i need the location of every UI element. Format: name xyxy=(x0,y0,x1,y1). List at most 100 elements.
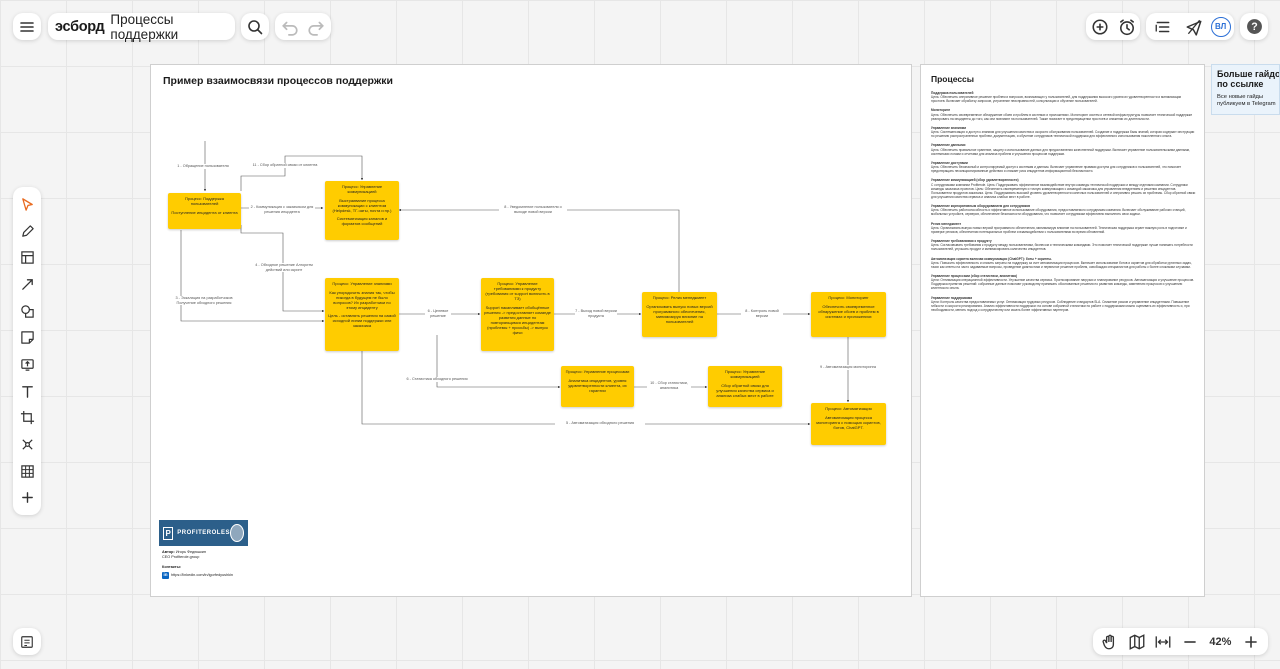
sticky-note-tool[interactable] xyxy=(13,324,41,351)
zoom-in-button[interactable] xyxy=(1237,628,1264,656)
zoom-out-button[interactable] xyxy=(1177,628,1204,656)
process-section-heading: Управление доступами xyxy=(931,160,968,165)
node-title: Процесс: Релиз менеджмент xyxy=(652,295,707,300)
shape-tool[interactable] xyxy=(13,298,41,325)
edge-label: 5 - Автоматизация обходного решения xyxy=(555,421,645,426)
author-card[interactable]: P PROFITEROLES Автор: Игорь Федюшкин CEO… xyxy=(159,520,248,586)
process-node-release[interactable]: Процесс: Релиз менеджмент Организовать в… xyxy=(642,292,717,337)
edge-label: 7 - Выход новой версии продукта xyxy=(575,309,617,319)
presentation-button[interactable] xyxy=(1180,13,1208,41)
node-desc: Сбор обратной связи для улучшения качест… xyxy=(716,383,774,398)
process-node-product-requirements[interactable]: Процесс: Управление требованиями к проду… xyxy=(481,278,554,351)
process-node-knowledge[interactable]: Процесс: Управление знаниями Как упорядо… xyxy=(325,278,399,351)
node-desc: Организовать выпуск новых версий програм… xyxy=(646,304,713,324)
upload-tool[interactable] xyxy=(13,351,41,378)
redo-button[interactable] xyxy=(303,13,329,41)
fit-width-icon xyxy=(1156,635,1171,648)
author-photo xyxy=(229,524,244,542)
promo-card[interactable]: Больше гайдов по ссылке Все новые гайды … xyxy=(1211,64,1280,115)
help-icon: ? xyxy=(1246,19,1262,34)
process-node-communication[interactable]: Процесс: Управление коммуникацией Выстра… xyxy=(325,181,399,240)
edge-label: 1 - Обращение пользователя xyxy=(175,164,231,169)
table-icon xyxy=(20,464,34,478)
select-tool[interactable] xyxy=(13,191,41,218)
user-avatar[interactable]: ВЛ xyxy=(1210,16,1231,37)
search-icon xyxy=(248,19,263,34)
process-section-text: Цели: Оптимизация операционной эффективн… xyxy=(931,278,1195,291)
board-title-bar[interactable]: эсборд Процессы поддержки xyxy=(48,11,235,42)
board-title[interactable]: Процессы поддержки xyxy=(110,11,179,42)
left-toolbar xyxy=(13,187,41,516)
undo-icon xyxy=(282,21,298,36)
minus-icon xyxy=(1184,640,1196,643)
table-tool[interactable] xyxy=(13,458,41,485)
edge-label: 9 - Автоматизация мониторинга xyxy=(815,365,881,370)
more-tools-button[interactable] xyxy=(13,485,41,512)
edge-label: 8 - Контроль новой версии xyxy=(741,309,783,319)
node-desc: Цель - оставлять решения на самой исходн… xyxy=(328,313,396,328)
minimap-button[interactable] xyxy=(1124,628,1151,656)
map-icon xyxy=(1129,633,1145,650)
upload-icon xyxy=(20,359,34,371)
process-section: Управление процессами (сбор статистики, … xyxy=(931,274,1196,291)
process-node-automation[interactable]: Процесс: Автоматизация Автоматизация про… xyxy=(811,403,886,445)
process-section-heading: Автоматизация скрипта включая коммуникац… xyxy=(931,256,1052,261)
processes-title: Процессы xyxy=(931,74,975,84)
comments-button[interactable] xyxy=(1149,13,1177,41)
node-desc: Support накапливает обобщённые решения -… xyxy=(484,305,551,335)
connector-tool[interactable] xyxy=(13,271,41,298)
edge-label: 4 - Обходное решение Алгоритм действий и… xyxy=(253,263,315,273)
help-button[interactable]: ? xyxy=(1240,13,1268,40)
promo-text: Все новые гайды публикуем в Telegram xyxy=(1217,93,1276,108)
main-menu-button[interactable] xyxy=(13,13,41,40)
process-section-heading: Мониторинг xyxy=(931,108,951,113)
plus-circle-icon xyxy=(1091,18,1108,35)
node-desc: Выстраивание процесса коммуникации с кли… xyxy=(332,198,392,213)
process-node-process-management[interactable]: Процесс: Управление процессами Аналитика… xyxy=(561,366,634,407)
frame-tool[interactable] xyxy=(13,244,41,271)
timer-button[interactable] xyxy=(1113,13,1140,41)
layout-icon xyxy=(20,251,34,264)
edge-label: 8 - Уведомление пользователя о выходе но… xyxy=(499,205,567,215)
fit-width-button[interactable] xyxy=(1150,628,1177,656)
search-button[interactable] xyxy=(241,13,269,40)
notes-panel-button[interactable] xyxy=(13,628,41,655)
redo-icon xyxy=(308,21,324,36)
process-section-text: Цель: Обеспечить оперативное решение про… xyxy=(931,95,1182,104)
crop-tool[interactable] xyxy=(13,405,41,432)
linkedin-link[interactable]: https://linkedin.com/in/igorfedyushkin xyxy=(171,572,234,577)
zoom-controls: 42% xyxy=(1093,628,1268,655)
zoom-level[interactable]: 42% xyxy=(1209,635,1232,648)
diagram-title: Пример взаимосвязи процессов поддержки xyxy=(163,75,393,87)
process-section-text: Цель: Обеспечить своевременное обнаружен… xyxy=(931,112,1193,121)
collab-tools: ВЛ xyxy=(1146,13,1234,40)
diagram-frame[interactable]: Пример взаимосвязи процессов поддержки 1… xyxy=(150,64,912,597)
hand-tool-button[interactable] xyxy=(1097,628,1124,656)
add-widget-button[interactable] xyxy=(1086,13,1113,41)
pen-tool[interactable] xyxy=(13,218,41,245)
edge-label: 2 - Коммуникация с заказчиком для решени… xyxy=(249,205,315,215)
author-banner: P PROFITEROLES xyxy=(159,520,248,546)
undo-button[interactable] xyxy=(277,13,303,41)
comments-icon xyxy=(1155,21,1170,32)
alarm-clock-icon xyxy=(1119,18,1134,35)
shapes-icon xyxy=(20,304,34,318)
mindmap-tool[interactable] xyxy=(13,431,41,458)
process-node-feedback[interactable]: Процесс: Управление коммуникацией Сбор о… xyxy=(708,366,782,407)
process-section-text: Цель: Организовать выпуск новых версий п… xyxy=(931,225,1187,234)
text-tool[interactable] xyxy=(13,378,41,405)
process-section-heading: Поддержка пользователей xyxy=(931,91,974,95)
node-title: Процесс: Мониторинг xyxy=(828,295,869,300)
process-section-heading: Управление коммуникацией (сбор удовлетво… xyxy=(931,178,1019,183)
app-logo: эсборд xyxy=(55,18,105,35)
process-node-support[interactable]: Процесс: Поддержка пользователей Поступл… xyxy=(168,193,241,229)
author-role: CEO Profiterole.group xyxy=(162,555,200,560)
process-section-heading: Релиз менеджмент xyxy=(931,221,962,226)
process-node-monitoring[interactable]: Процесс: Мониторинг Обеспечить своевреме… xyxy=(811,292,886,337)
node-desc: Аналитика инцидентов, уровня удовлетворе… xyxy=(568,378,627,393)
